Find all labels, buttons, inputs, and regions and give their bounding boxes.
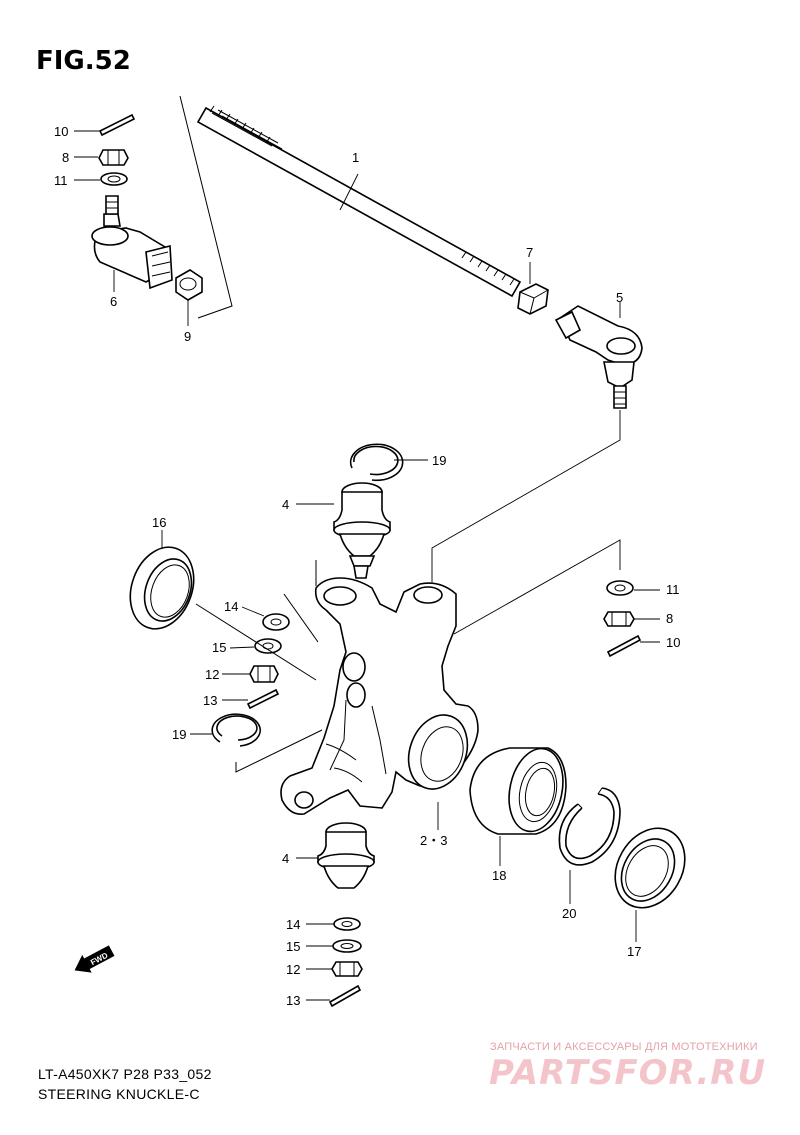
callout-14-bottom: 14 — [286, 917, 300, 932]
circlip-20 — [558, 787, 621, 866]
callout-9: 9 — [184, 329, 191, 344]
cotter-pin-10-right — [606, 634, 642, 658]
callout-6: 6 — [110, 294, 117, 309]
assembly-line-tie-rod-end — [431, 410, 621, 582]
assembly-line-right-hardware — [453, 539, 621, 635]
callout-5: 5 — [616, 290, 623, 305]
watermark-logo: PARTSFOR.RU — [489, 1053, 767, 1093]
callout-14-left: 14 — [224, 599, 238, 614]
callout-8-right: 8 — [666, 611, 673, 626]
assembly-line-left-hw — [283, 593, 319, 643]
assembly-line-circlip — [235, 729, 323, 773]
tie-rod-end-inner — [91, 195, 173, 290]
callout-11-right: 11 — [666, 582, 680, 597]
callout-4-upper: 4 — [282, 497, 289, 512]
washer-14-bottom — [333, 917, 361, 931]
figure-name: STEERING KNUCKLE-C — [38, 1086, 200, 1102]
assembly-bracket — [179, 95, 233, 319]
washer-14-left — [262, 613, 290, 631]
watermark-tagline: ЗАПЧАСТИ И АКСЕССУАРЫ ДЛЯ МОТОТЕХНИКИ — [490, 1041, 758, 1053]
steering-knuckle — [280, 577, 479, 816]
castle-nut-12-bottom — [331, 961, 363, 977]
callout-18: 18 — [492, 868, 506, 883]
callout-1: 1 — [352, 150, 359, 165]
washer-15-left — [254, 638, 282, 654]
cotter-pin-10-top — [98, 113, 136, 137]
tie-rod — [196, 105, 522, 298]
ball-joint-lower — [317, 822, 375, 889]
cotter-pin-13-left — [246, 688, 280, 710]
ball-joint-upper — [333, 482, 391, 579]
callout-2-3: 2・3 — [420, 833, 447, 848]
circlip-19-left — [211, 713, 261, 747]
callout-10-top: 10 — [54, 124, 68, 139]
washer-15-bottom — [332, 939, 362, 953]
washer-11-right — [606, 580, 634, 596]
oil-seal-16 — [129, 546, 195, 630]
castle-nut-8-top — [98, 149, 129, 166]
assembly-line-seal — [195, 603, 317, 681]
callout-15-left: 15 — [212, 640, 226, 655]
figure-title: FIG.52 — [36, 46, 131, 76]
oil-seal-17 — [614, 827, 686, 909]
castle-nut-12-left — [249, 665, 279, 683]
callout-10-right: 10 — [666, 635, 680, 650]
callout-11-top: 11 — [54, 173, 68, 188]
callout-13-left: 13 — [203, 693, 217, 708]
callout-19-top: 19 — [432, 453, 446, 468]
circlip-19-top — [349, 443, 404, 482]
tie-rod-end-outer — [554, 305, 643, 409]
cotter-pin-13-bottom — [328, 984, 362, 1008]
fwd-arrow-icon: FWD — [74, 945, 115, 973]
callout-17: 17 — [627, 944, 641, 959]
callout-12-left: 12 — [205, 667, 219, 682]
washer-11-top — [100, 172, 128, 186]
lock-nut-9 — [175, 269, 203, 301]
callout-13-bottom: 13 — [286, 993, 300, 1008]
callout-20: 20 — [562, 906, 576, 921]
callout-16: 16 — [152, 515, 166, 530]
model-code: LT-A450XK7 P28 P33_052 — [38, 1066, 212, 1082]
callout-12-bottom: 12 — [286, 962, 300, 977]
callout-15-bottom: 15 — [286, 939, 300, 954]
callout-19-left: 19 — [172, 727, 186, 742]
wheel-bearing-18 — [469, 747, 567, 835]
callout-8-top: 8 — [62, 150, 69, 165]
callout-4-lower: 4 — [282, 851, 289, 866]
castle-nut-8-right — [603, 611, 635, 627]
lock-nut-7 — [517, 283, 549, 315]
callout-7: 7 — [526, 245, 533, 260]
